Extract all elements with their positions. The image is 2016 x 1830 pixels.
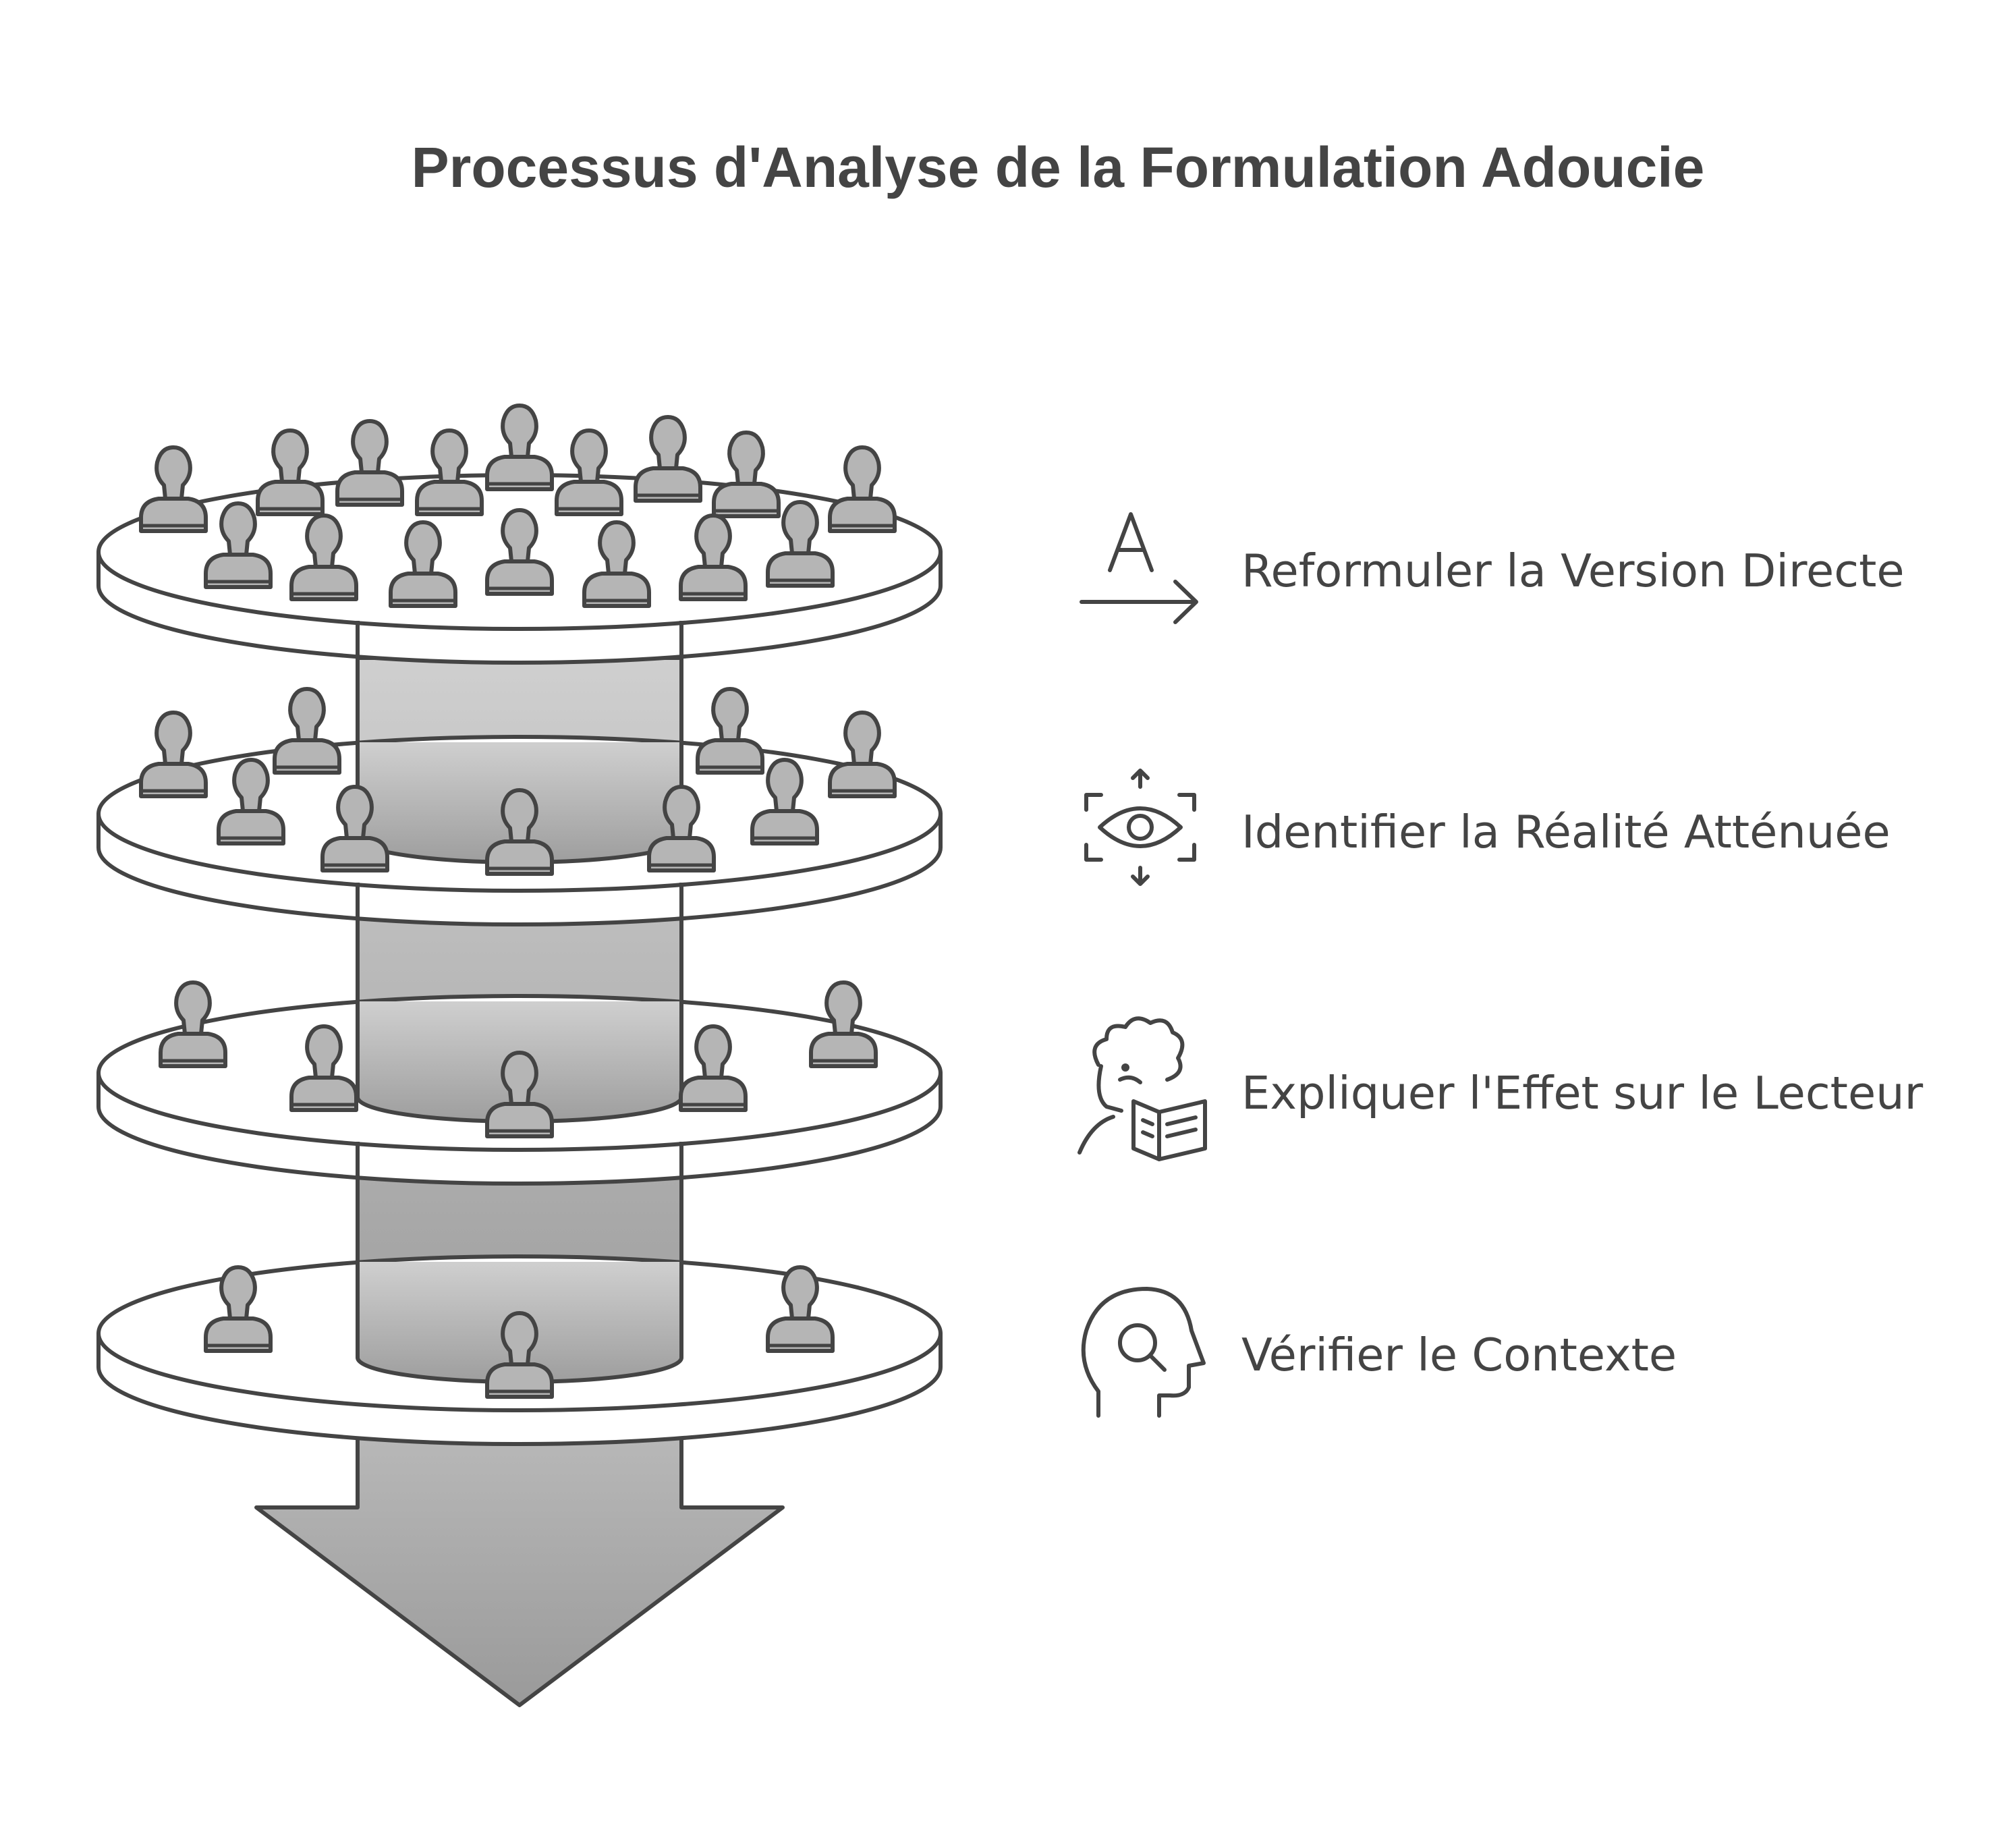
person-icon (828, 445, 897, 533)
person-icon (273, 687, 341, 775)
step-label: Reformuler la Version Directe (1241, 545, 1905, 597)
person-icon (766, 500, 835, 588)
person-icon (415, 428, 484, 516)
person-icon (485, 1051, 554, 1138)
person-icon (647, 785, 716, 872)
step-label: Vérifier le Contexte (1241, 1329, 1677, 1381)
letter-a-arrow-icon (1080, 512, 1198, 624)
person-icon (289, 514, 358, 601)
layers-group (96, 404, 943, 1446)
layer-disc-4 (96, 1254, 943, 1446)
person-icon (389, 520, 457, 608)
shaft-edge (356, 621, 683, 744)
person-icon (204, 501, 273, 589)
eye-focus-icon (1084, 769, 1196, 886)
person-icon (485, 1311, 554, 1399)
down-arrow (254, 1422, 785, 1707)
person-icon (634, 415, 702, 503)
step-label: Expliquer l'Effet sur le Lecteur (1241, 1067, 1924, 1119)
diagram-title: Processus d'Analyse de la Formulation Ad… (411, 136, 1705, 199)
layer-disc-3 (96, 980, 943, 1186)
person-icon (289, 1024, 358, 1112)
person-icon (139, 445, 208, 533)
layer-disc-1 (96, 404, 943, 665)
shaft-edge (356, 1142, 683, 1263)
person-icon (679, 514, 748, 601)
person-icon (712, 431, 781, 518)
shaft-edge (356, 883, 683, 1003)
person-icon (159, 980, 227, 1068)
person-icon (809, 980, 878, 1068)
person-icon (485, 508, 554, 596)
step-label: Identifier la Réalité Atténuée (1241, 806, 1891, 858)
person-reading-book-icon (1077, 1016, 1207, 1161)
person-icon (555, 428, 623, 516)
person-icon (679, 1024, 748, 1112)
layer-disc-2 (96, 687, 943, 926)
person-icon (320, 785, 389, 872)
person-icon (139, 711, 208, 798)
person-icon (335, 419, 404, 507)
person-icon (204, 1265, 273, 1353)
person-icon (485, 404, 554, 491)
person-icon (750, 758, 819, 845)
person-icon (485, 788, 554, 876)
person-icon (766, 1265, 835, 1353)
person-icon (582, 520, 651, 608)
head-magnifier-icon (1081, 1287, 1206, 1418)
person-icon (828, 711, 897, 798)
person-icon (217, 758, 285, 845)
person-icon (696, 687, 764, 775)
person-icon (256, 428, 325, 516)
